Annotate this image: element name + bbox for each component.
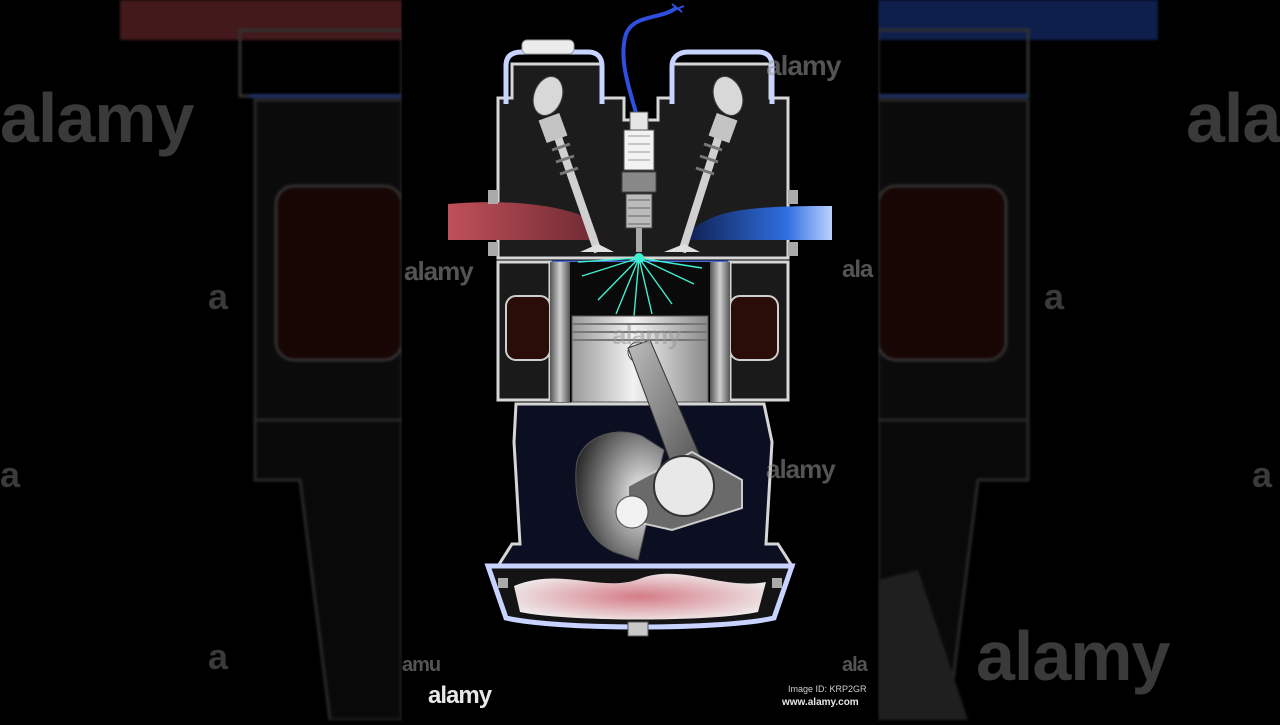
left-blurred-panel — [120, 0, 402, 720]
left-head-outline — [238, 28, 402, 98]
site-url-link[interactable]: www.alamy.com — [782, 697, 859, 708]
watermark-center-left: alamy — [404, 256, 474, 286]
left-coolant-window — [274, 184, 402, 362]
liner-right — [710, 262, 730, 402]
spark-burst — [577, 257, 703, 317]
engine-panel — [402, 0, 878, 720]
watermark-right-large: alamy — [1186, 79, 1280, 157]
drain-plug — [627, 621, 649, 637]
watermark-fragment-ala-bottom: ala — [842, 654, 868, 676]
right-conrod-blur — [878, 570, 968, 720]
spark-wire-end — [669, 3, 685, 13]
engine-cutaway — [448, 3, 832, 637]
exhaust-cam-lobe — [712, 76, 744, 116]
coolant-jacket-right — [729, 295, 779, 361]
exhaust-valve — [664, 112, 738, 254]
big-end — [615, 450, 743, 532]
spark-plug-icon — [621, 111, 657, 252]
right-coolant-window — [878, 184, 1008, 362]
exhaust-port — [682, 206, 832, 240]
right-exhaust-blur — [878, 0, 1158, 40]
combustion-chamber — [570, 262, 710, 316]
engine-oil — [514, 573, 766, 620]
coolant-jacket-left — [505, 295, 551, 361]
watermark-right-bottom: alamy — [976, 617, 1170, 695]
alamy-logo: alamy — [428, 682, 492, 709]
exhaust-cam-cover — [669, 49, 775, 104]
watermark-fragment-a-1: a — [208, 276, 228, 317]
watermark-center-right: alamy — [766, 454, 836, 484]
watermark-fragment-a-5: a — [1252, 454, 1272, 495]
left-intake-blur — [120, 0, 402, 40]
watermark-center-top: alamy — [766, 50, 841, 81]
intake-cam-lobe — [532, 76, 564, 116]
spark-wire — [621, 6, 678, 121]
liner-left — [550, 262, 570, 402]
left-crankcase-outline — [253, 418, 402, 720]
watermark-fragment-a-2: a — [0, 454, 20, 495]
watermark-left-large: alamy — [0, 79, 194, 157]
spark-point — [634, 253, 644, 263]
block-bolts — [488, 190, 798, 588]
watermark-fragment-a-3: a — [208, 636, 228, 677]
watermark-fragment-ala: ala — [842, 256, 873, 283]
intake-port — [448, 202, 598, 240]
watermark-center-middle: alamy — [612, 320, 682, 350]
oil-filler-cap — [521, 39, 575, 55]
right-blurred-panel — [878, 0, 1158, 720]
watermark-fragment-amu: amu — [402, 654, 441, 676]
image-id-label: Image ID: KRP2GR — [788, 684, 867, 694]
watermark-fragment-a-4: a — [1044, 276, 1064, 317]
intake-valve — [538, 112, 614, 254]
